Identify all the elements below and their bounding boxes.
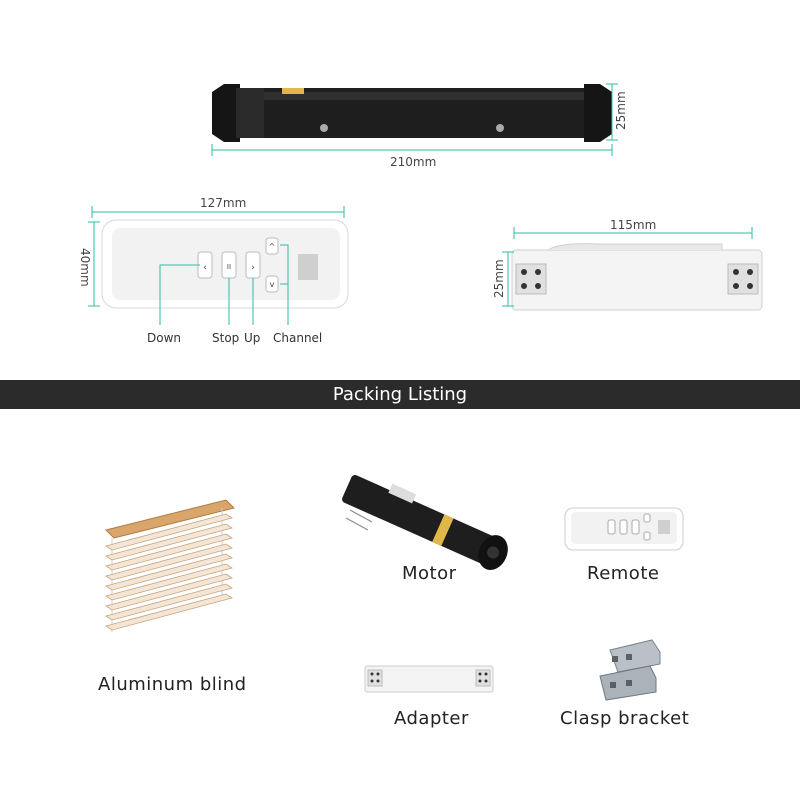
motor-length-dimension <box>211 144 613 156</box>
caption-remote: Remote <box>587 563 660 584</box>
adapter-image <box>364 665 494 693</box>
adapter-length-label: 115mm <box>610 218 657 232</box>
clasp-bracket-image <box>599 639 661 701</box>
svg-text:‹: ‹ <box>203 263 207 273</box>
remote-height-dimension <box>88 221 100 307</box>
remote-callout-lines <box>159 244 289 325</box>
adapter-length-dimension <box>513 227 753 239</box>
svg-text:^: ^ <box>269 242 276 251</box>
spec-drawings: ‹ II › ^ v <box>88 83 763 325</box>
caption-adapter: Adapter <box>394 708 469 729</box>
motor-length-label: 210mm <box>390 155 437 169</box>
motor-image <box>342 475 508 570</box>
remote-image <box>564 507 684 551</box>
callout-channel: Channel <box>273 331 323 345</box>
motor-tube-drawing <box>212 84 612 142</box>
adapter-height-dimension <box>502 251 514 307</box>
svg-text:v: v <box>270 280 275 289</box>
caption-clasp-bracket: Clasp bracket <box>560 708 690 729</box>
callout-stop: Stop <box>212 331 240 345</box>
caption-motor: Motor <box>402 563 457 584</box>
motor-diameter-dimension <box>606 83 618 141</box>
adapter-drawing <box>511 243 763 311</box>
aluminum-blind-image <box>105 499 235 632</box>
svg-text:›: › <box>251 263 255 273</box>
callout-up: Up <box>244 331 261 345</box>
callout-down: Down <box>147 331 182 345</box>
caption-aluminum-blind: Aluminum blind <box>98 674 247 695</box>
remote-drawing: ‹ II › ^ v <box>101 219 349 309</box>
remote-length-label: 127mm <box>200 196 247 210</box>
remote-length-dimension <box>91 206 345 218</box>
packing-banner: Packing Listing <box>0 380 800 409</box>
banner-title: Packing Listing <box>332 384 468 405</box>
svg-text:II: II <box>227 263 231 271</box>
